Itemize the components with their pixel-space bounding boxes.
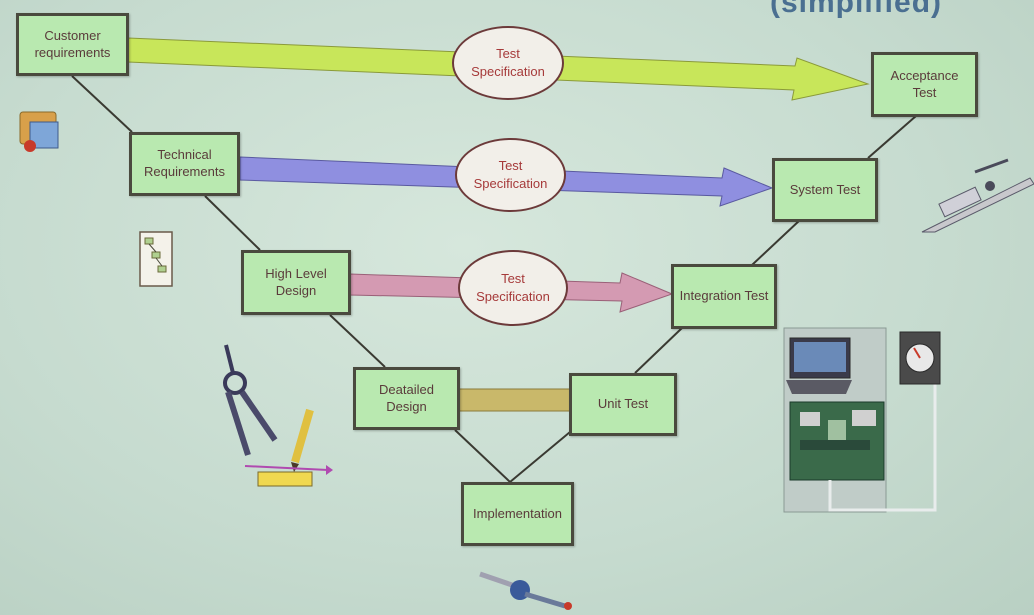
box-detailed-design: Deatailed Design (353, 367, 460, 430)
v-line-right-3 (634, 327, 683, 374)
box-label: Acceptance Test (890, 67, 959, 100)
v-line-right-2 (751, 219, 801, 266)
oval-test-specification-3: Test Specification (458, 250, 568, 326)
box-label: Unit Test (597, 396, 649, 412)
flowchart-icon (139, 231, 173, 287)
box-unit-test: Unit Test (569, 373, 677, 436)
box-label: Integration Test (679, 288, 769, 304)
box-label: Implementation (473, 505, 562, 521)
box-implementation: Implementation (461, 482, 574, 546)
box-technical-requirements: Technical Requirements (129, 132, 240, 196)
oval-label: Test Specification (471, 46, 545, 79)
v-line-left-2 (204, 195, 261, 251)
box-label: System Test (789, 181, 861, 197)
v-line-left-4 (454, 429, 511, 483)
tool-icon (479, 571, 572, 610)
box-integration-test: Integration Test (671, 264, 777, 329)
box-system-test: System Test (772, 158, 878, 222)
oval-label: Test Specification (473, 158, 548, 191)
drafting-tools-icon (223, 344, 333, 487)
oval-test-specification-1: Test Specification (452, 26, 564, 100)
bar-detailed-to-unit (457, 388, 573, 412)
airplane-icon (921, 158, 1034, 233)
gauge-icon (899, 331, 941, 385)
slide-title-fragment: (simplified) (770, 0, 943, 19)
v-line-right-1 (867, 115, 917, 159)
hardware-icon (783, 327, 937, 513)
box-label: Technical Requirements (144, 147, 225, 179)
box-acceptance-test: Acceptance Test (871, 52, 978, 117)
oval-label: Test Specification (476, 271, 550, 304)
oval-test-specification-2: Test Specification (455, 138, 566, 212)
folder-icon (19, 111, 59, 152)
box-label: High Level Design (265, 265, 327, 298)
box-high-level-design: High Level Design (241, 250, 351, 315)
v-line-right-4 (509, 431, 571, 483)
v-line-left-3 (329, 314, 386, 368)
box-label: Deatailed Design (379, 381, 434, 414)
box-customer-requirements: Customer requirements (16, 13, 129, 76)
box-label: Customer requirements (34, 27, 111, 60)
v-line-left-1 (71, 75, 133, 133)
